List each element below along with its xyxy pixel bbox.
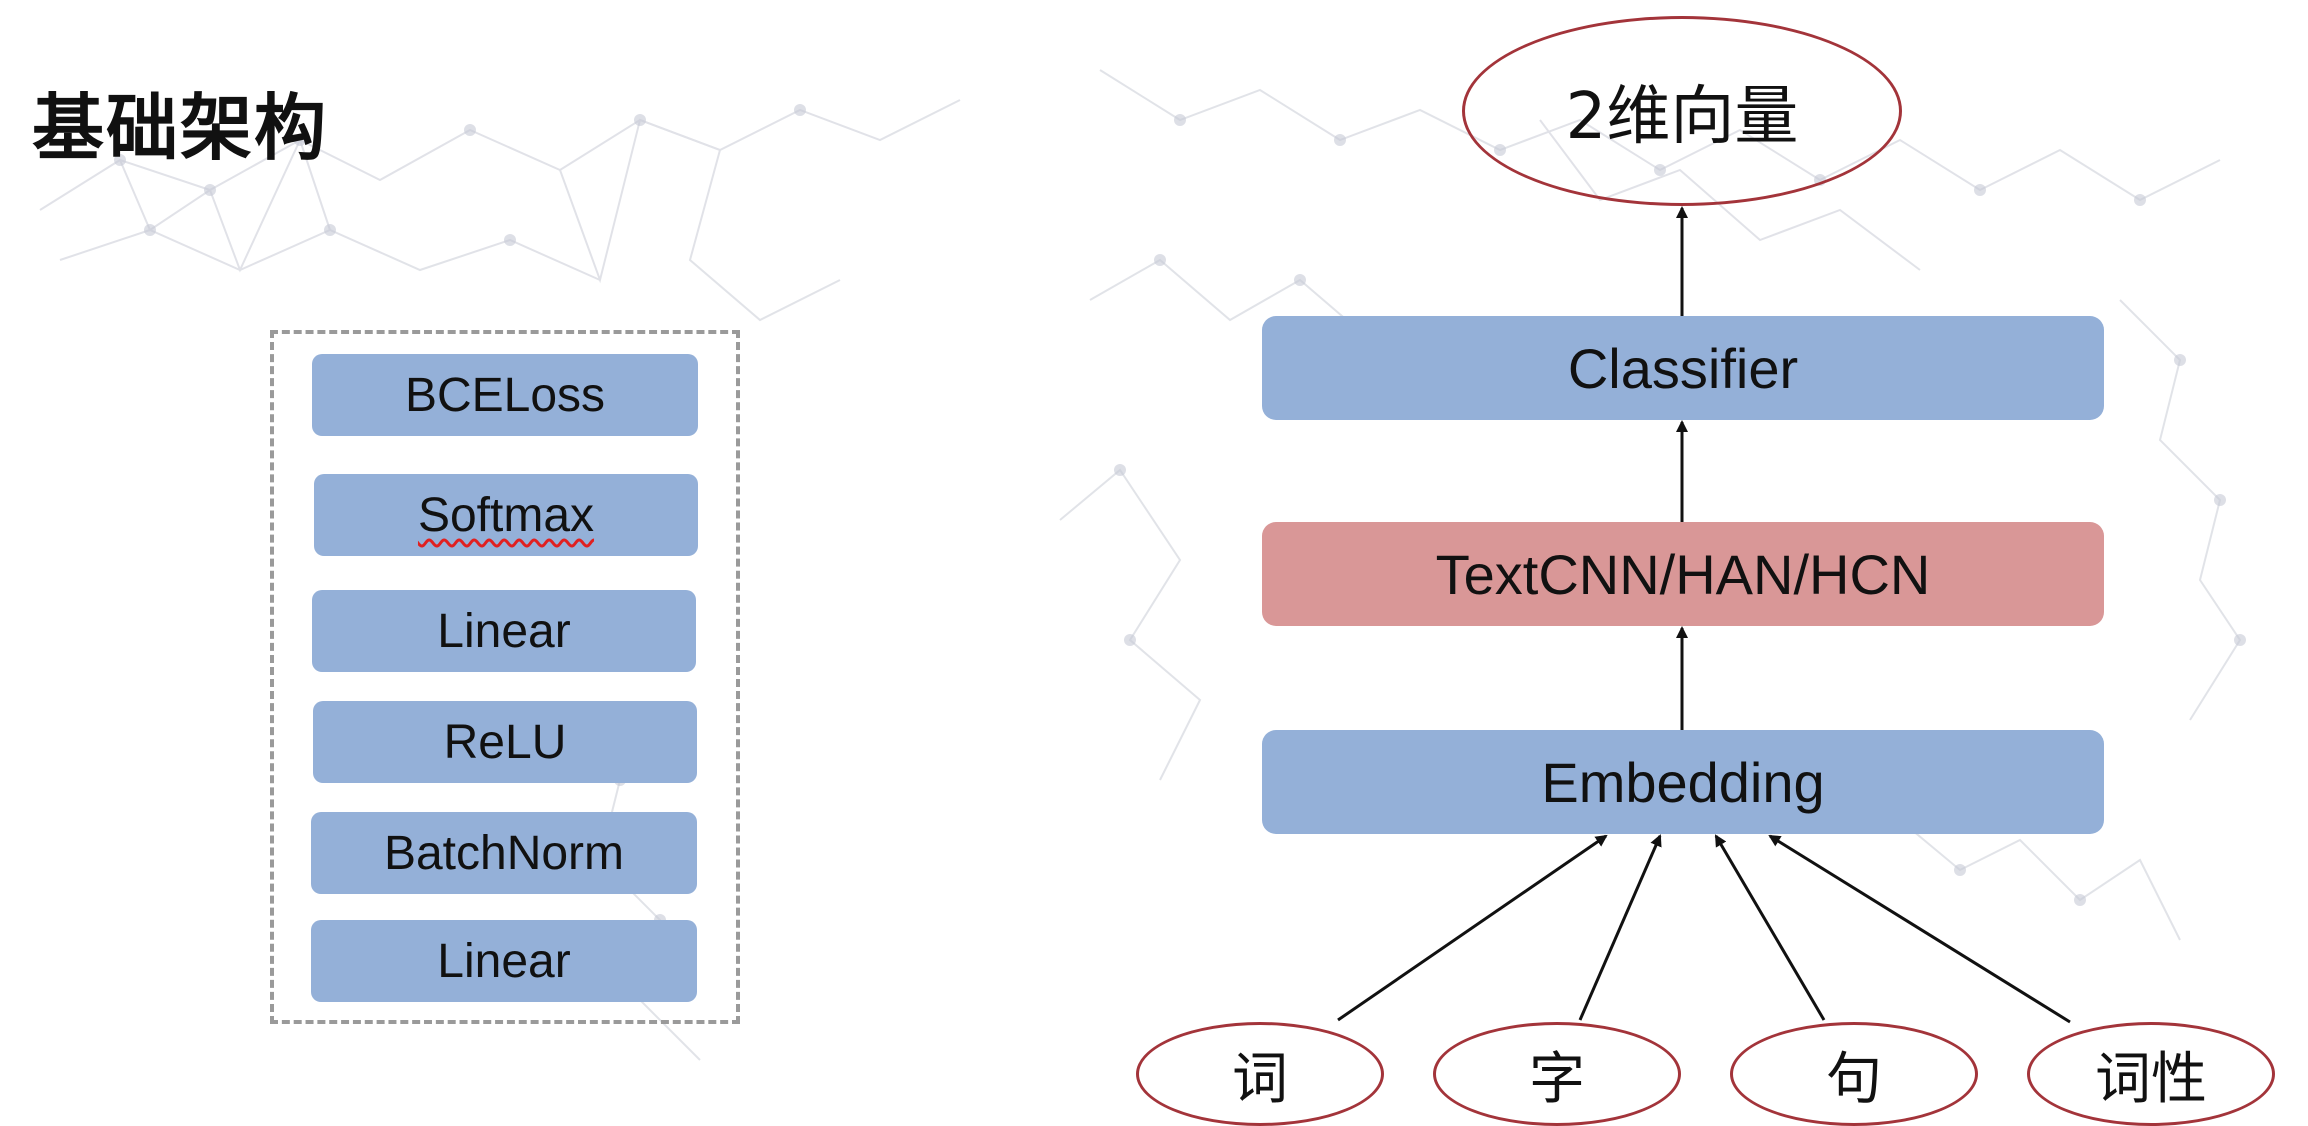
layer-relu: ReLU — [313, 701, 697, 783]
input-ellipse-pos: 词性 — [2027, 1022, 2275, 1126]
input-ellipse-sentence: 句 — [1730, 1022, 1978, 1126]
layer-linear-bottom: Linear — [311, 920, 697, 1002]
layer-bceloss: BCELoss — [312, 354, 698, 436]
input-ellipse-word: 词 — [1136, 1022, 1384, 1126]
classifier-block: Classifier — [1262, 316, 2104, 420]
embedding-block: Embedding — [1262, 730, 2104, 834]
layer-linear-top: Linear — [312, 590, 696, 672]
layer-softmax-label: Softmax — [417, 488, 595, 542]
layer-batchnorm: BatchNorm — [311, 812, 697, 894]
layer-softmax: Softmax — [314, 474, 698, 556]
output-ellipse: 2维向量 — [1462, 16, 1902, 206]
page-title: 基础架构 — [32, 86, 329, 170]
encoder-block: TextCNN/HAN/HCN — [1262, 522, 2104, 626]
input-ellipse-char: 字 — [1433, 1022, 1681, 1126]
layer-stack-frame — [270, 330, 740, 1024]
